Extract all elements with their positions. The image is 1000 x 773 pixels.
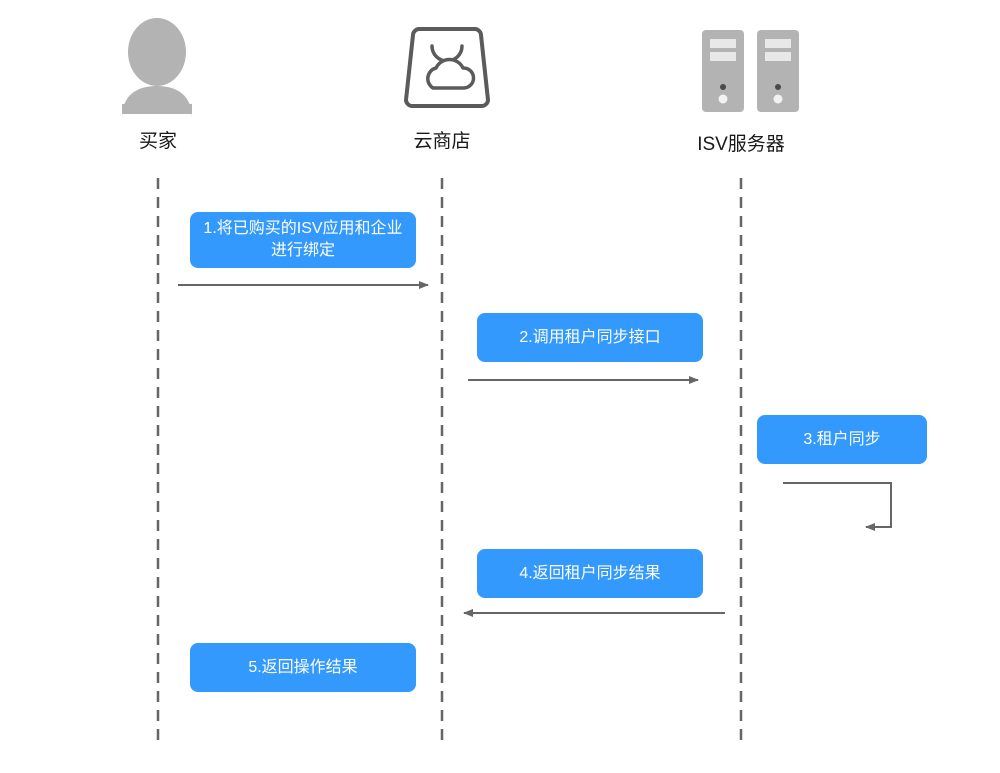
server-icon: [702, 30, 799, 112]
shopping-bag-cloud-icon: [404, 27, 490, 108]
actor-label-buyer: 买家: [138, 131, 178, 152]
message-box-1: 1.将已购买的ISV应用和企业 进行绑定: [190, 212, 416, 268]
message-self-loop-3: [783, 482, 892, 531]
message-box-2: 2.调用租户同步接口: [477, 313, 703, 362]
message-box-5: 5.返回操作结果: [190, 643, 416, 692]
actor-label-cloud-store: 云商店: [413, 131, 471, 152]
actor-label-isv-server: ISV服务器: [697, 134, 785, 155]
person-icon: [122, 18, 192, 118]
message-box-4: 4.返回租户同步结果: [477, 549, 703, 598]
message-box-3: 3.租户同步: [757, 415, 927, 464]
